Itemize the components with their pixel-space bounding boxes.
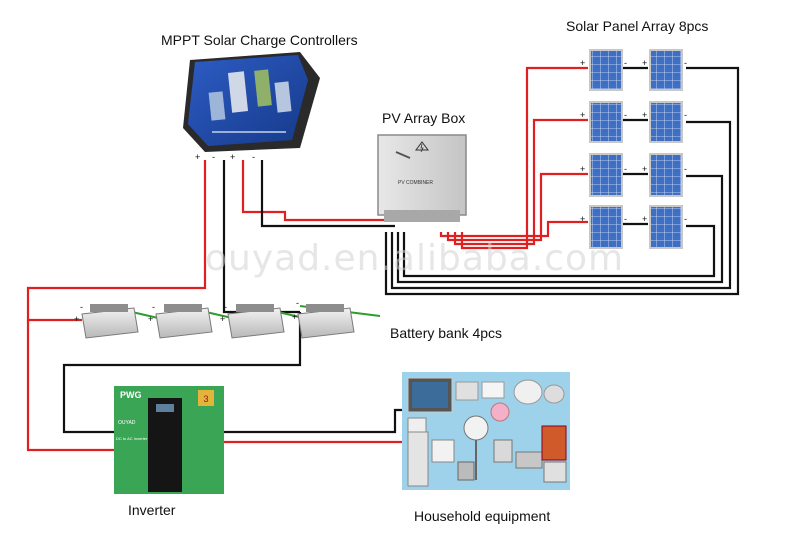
- battery-link-2: [205, 311, 233, 319]
- inverter-brand-text: PWG: [120, 390, 142, 400]
- polarity-plus: +: [580, 164, 586, 174]
- appliance-icon: [541, 425, 567, 461]
- polarity-plus: +: [195, 152, 201, 162]
- string1-positive-wire: [460, 66, 588, 250]
- inverter-sub-text: DC to AC Inverter: [116, 436, 148, 441]
- string4-positive-wire: [439, 220, 588, 238]
- appliance-icon: [407, 431, 429, 487]
- household-appliances: [402, 372, 570, 490]
- string3-negative-wire: [396, 174, 724, 284]
- appliance-icon: [493, 439, 513, 463]
- appliance-icon: [457, 461, 475, 481]
- controller-label: MPPT Solar Charge Controllers: [161, 32, 358, 48]
- polarity-minus: -: [684, 164, 687, 174]
- solar-panel-icon: [589, 153, 623, 197]
- appliance-icon: [431, 439, 455, 463]
- polarity-minus: -: [684, 58, 687, 68]
- inverter-to-household-negative-wire: [224, 408, 402, 434]
- polarity-minus: -: [624, 164, 627, 174]
- polarity-plus: +: [220, 314, 226, 324]
- pv-to-controller-positive-wire: [241, 160, 395, 222]
- battery-icon: [81, 304, 139, 339]
- polarity-plus: +: [642, 164, 648, 174]
- appliance-icon: [543, 384, 565, 404]
- string2-negative-wire: [390, 120, 732, 290]
- charge-controller-icon: [183, 52, 320, 152]
- pv-box-label: PV Array Box: [382, 110, 466, 126]
- polarity-minus: -: [152, 302, 155, 312]
- polarity-plus: +: [580, 58, 586, 68]
- pv-box-model-text: PV COMBINER: [398, 180, 433, 186]
- appliance-icon: [463, 415, 489, 480]
- pv-to-controller-negative-wire: [260, 212, 395, 228]
- solar-panel-icon: [649, 205, 683, 249]
- string4-negative-wire: [402, 224, 716, 278]
- solar-panel-array: [589, 49, 683, 249]
- appliance-icon: [481, 381, 505, 399]
- household-label: Household equipment: [414, 508, 551, 524]
- solar-panel-icon: [589, 49, 623, 91]
- watermark-text: ouyad.en.alibaba.com: [205, 238, 625, 279]
- polarity-minus: -: [296, 298, 299, 308]
- inverter-badge-text: 3: [203, 394, 208, 404]
- solar-panel-icon: [649, 49, 683, 91]
- polarity-minus: -: [684, 110, 687, 120]
- string3-positive-wire: [446, 172, 588, 242]
- solar-panel-icon: [589, 205, 623, 249]
- polarity-minus: -: [624, 58, 627, 68]
- polarity-plus: +: [148, 314, 154, 324]
- battery-icon: [227, 304, 285, 339]
- inverter-label: Inverter: [128, 502, 176, 518]
- battery-bank-label: Battery bank 4pcs: [390, 325, 503, 341]
- positive-wires: [26, 66, 588, 452]
- battery-to-inverter-negative-wire: [62, 312, 302, 434]
- pv-combiner-box-icon: PV COMBINER: [377, 134, 467, 222]
- polarity-plus: +: [580, 110, 586, 120]
- solar-panel-icon: [589, 101, 623, 143]
- polarity-plus: +: [74, 314, 80, 324]
- polarity-plus: +: [642, 110, 648, 120]
- polarity-minus: -: [684, 214, 687, 224]
- battery-icon: [155, 304, 213, 339]
- appliance-icon: [515, 451, 543, 469]
- polarity-plus: +: [292, 312, 298, 322]
- battery-to-inverter-positive-wire: [26, 320, 114, 452]
- solar-panel-icon: [649, 153, 683, 197]
- polarity-minus: -: [624, 110, 627, 120]
- appliance-icon: [543, 461, 567, 483]
- inverter-name-text: OUYAD: [118, 420, 136, 426]
- polarity-minus: -: [80, 302, 83, 312]
- inverter-icon: 3 PWG OUYAD DC to AC Inverter: [114, 386, 224, 494]
- string2-positive-wire: [453, 118, 588, 246]
- polarity-minus: -: [252, 152, 255, 162]
- polarity-minus: -: [624, 214, 627, 224]
- appliance-icon: [513, 379, 543, 405]
- polarity-minus: -: [212, 152, 215, 162]
- polarity-plus: +: [580, 214, 586, 224]
- string1-negative-wire: [384, 66, 740, 296]
- negative-wires: [62, 66, 740, 434]
- polarity-plus: +: [230, 152, 236, 162]
- battery-bank: [81, 304, 355, 339]
- controller-to-battery-positive-wire: [26, 160, 207, 322]
- polarity-plus: +: [642, 214, 648, 224]
- appliance-icon: [407, 377, 453, 413]
- appliance-icon: [490, 402, 510, 422]
- polarity-minus: -: [224, 302, 227, 312]
- solar-panel-icon: [649, 101, 683, 143]
- appliance-icon: [455, 381, 479, 401]
- solar-array-label: Solar Panel Array 8pcs: [566, 18, 709, 34]
- battery-link-1: [131, 311, 159, 319]
- polarity-plus: +: [642, 58, 648, 68]
- battery-icon: [297, 304, 355, 339]
